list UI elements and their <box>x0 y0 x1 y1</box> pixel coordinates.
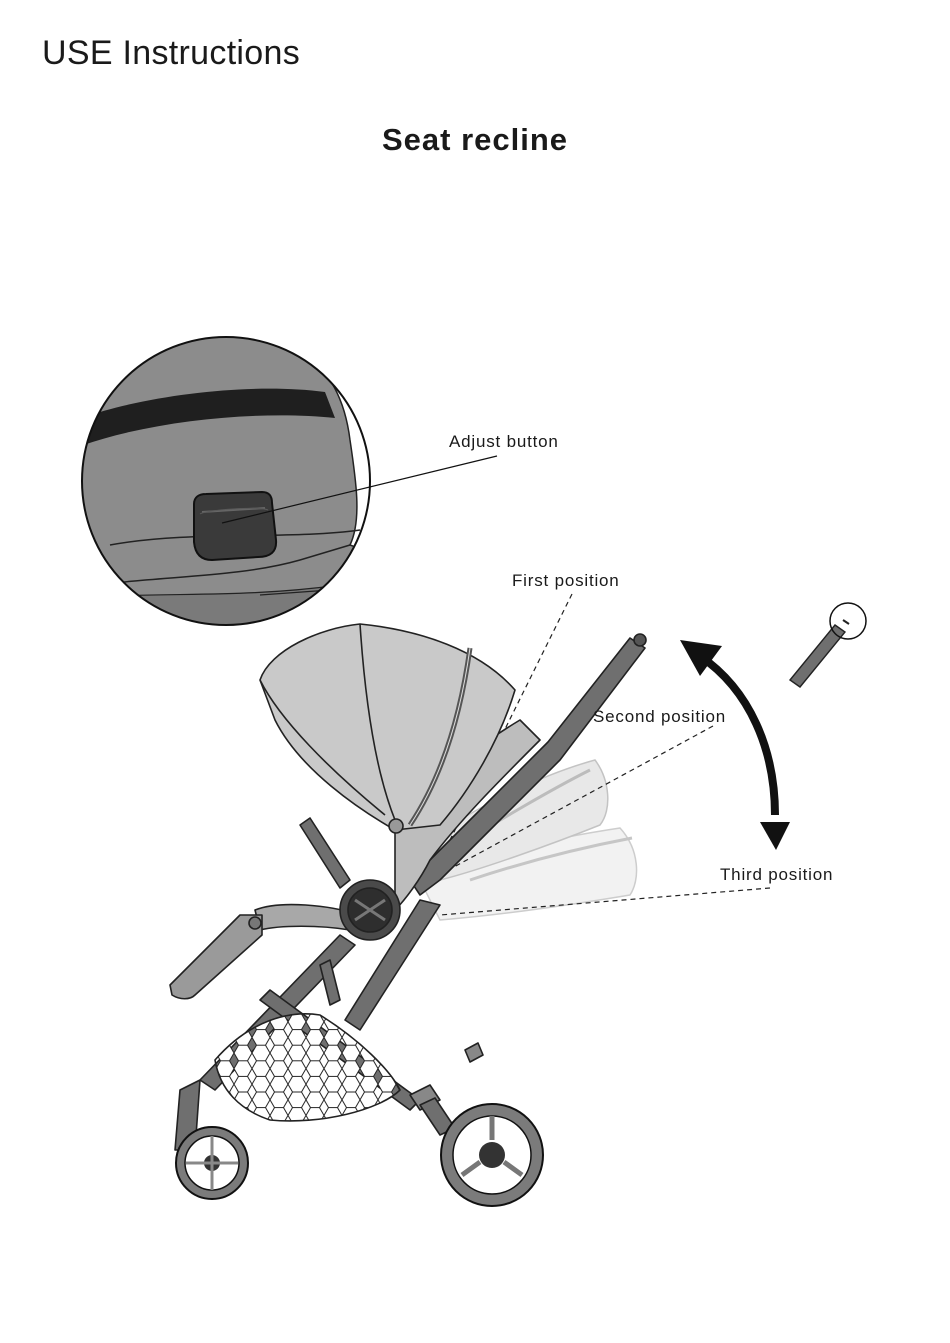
second-position-label: Second position <box>593 707 726 727</box>
third-position-label: Third position <box>720 865 833 885</box>
handle-detail-icon <box>790 603 866 687</box>
first-position-label: First position <box>512 571 620 591</box>
front-wheel <box>176 1127 248 1199</box>
adjust-button-label: Adjust button <box>449 432 559 452</box>
rear-wheel <box>441 1104 543 1206</box>
zoom-detail-circle <box>70 330 497 640</box>
double-headed-curved-arrow-icon <box>680 640 790 850</box>
magnifier-circle-icon <box>830 603 866 639</box>
